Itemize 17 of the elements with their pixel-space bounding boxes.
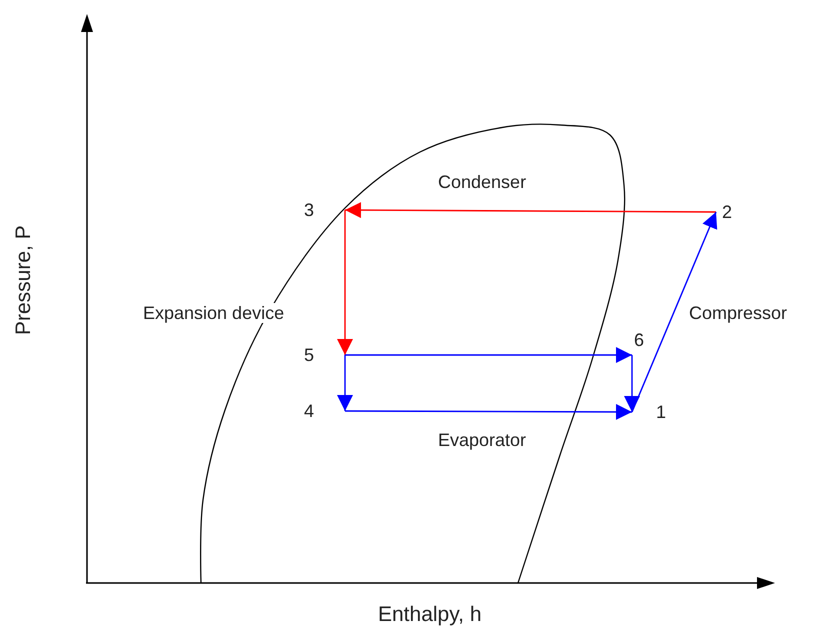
arrow — [337, 210, 353, 355]
arrow — [624, 355, 640, 412]
point-label: 3 — [304, 200, 314, 220]
point-label: 2 — [722, 202, 732, 222]
arrow — [345, 202, 716, 218]
process-label: Expansion device — [142, 303, 286, 323]
arrow — [345, 347, 632, 363]
process-label: Compressor — [688, 303, 788, 323]
arrow — [337, 355, 353, 411]
arrow — [631, 212, 718, 412]
axis-title: Pressure, P — [12, 225, 36, 335]
arrow — [345, 404, 632, 420]
point-label: 6 — [634, 330, 644, 350]
point-label: 5 — [304, 345, 314, 365]
point-label: 1 — [656, 402, 666, 422]
point-label: 4 — [304, 401, 314, 421]
axis-title: Enthalpy, h — [378, 603, 482, 627]
